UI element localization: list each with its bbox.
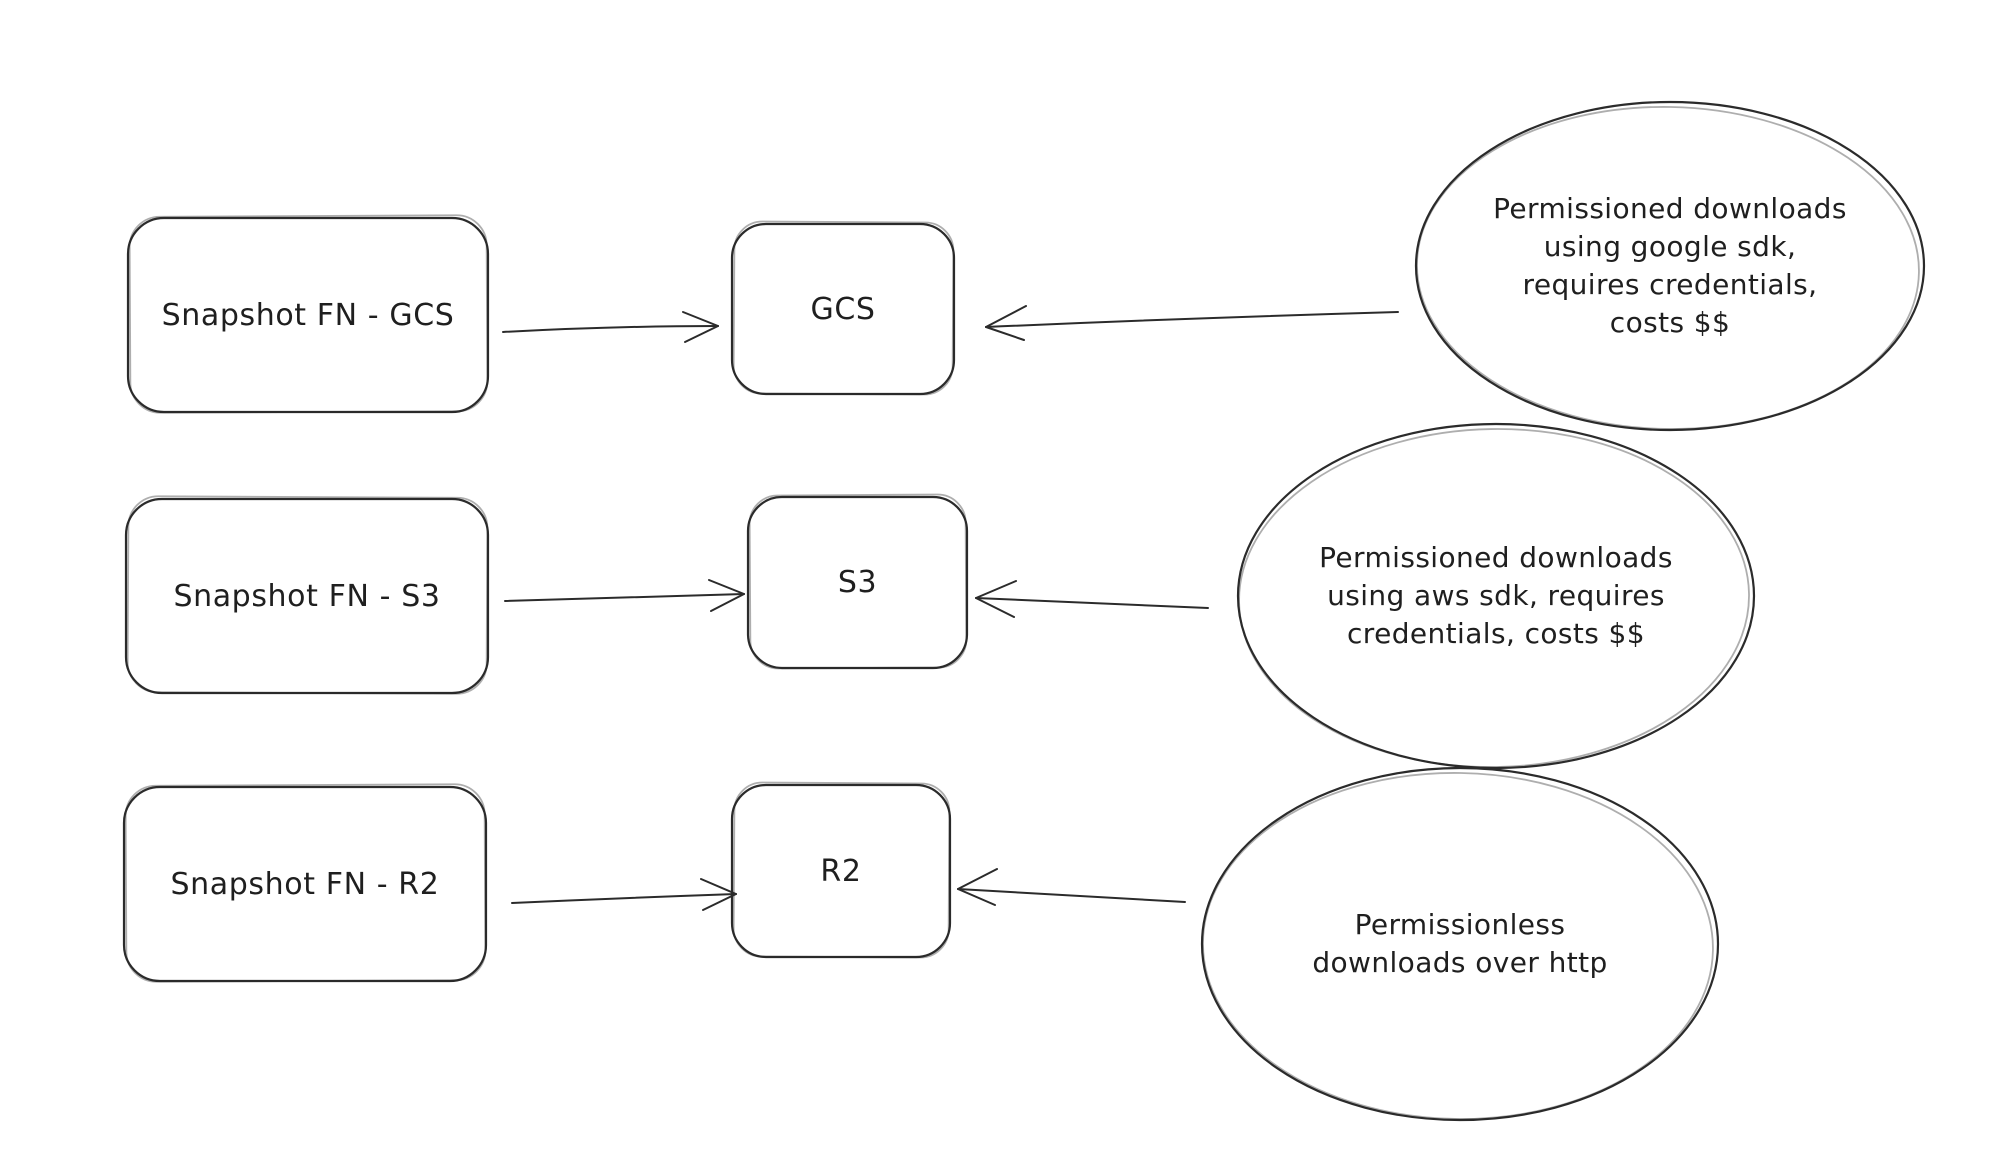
note-line: Permissioned downloads [1319,541,1673,574]
arrow-head [710,593,745,612]
arrow-note-to-target-s3 [975,580,1209,618]
target-box-r2-stroke [730,783,952,959]
note-ellipse-gcs-text: Permissioned downloads using google sdk,… [1416,102,1924,430]
note-line: downloads over http [1312,946,1608,979]
note-ellipse-r2-outline [1200,766,1720,1122]
target-box-gcs-outline [730,220,956,396]
note-ellipse-r2-sketch-stroke [1202,772,1714,1120]
arrow-source-to-target-gcs [502,311,719,343]
arrow-head [708,579,745,595]
target-box-r2-label: R2 [820,853,862,889]
arrow-head [985,305,1027,328]
source-box-s3-label: Snapshot FN - S3 [173,578,441,614]
arrow-shaft [975,597,1209,609]
arrow-head [975,580,1017,599]
note-ellipse-s3-stroke [1236,422,1756,770]
target-box-gcs-label: GCS [810,291,876,327]
source-box-r2-label: Snapshot FN - R2 [170,866,440,902]
arrow-shaft [957,888,1186,903]
note-ellipse-s3-outline [1236,422,1756,770]
source-box-s3-stroke [124,497,490,695]
note-ellipse-s3-sketch-stroke [1238,428,1750,768]
source-box-gcs-sketch-stroke [128,214,489,414]
arrow-shaft [502,325,719,333]
source-box-gcs-stroke [126,216,490,414]
arrow-head [700,878,737,895]
arrow-head [957,868,998,890]
arrow-source-to-target-s3 [504,579,745,612]
note-ellipse-gcs-stroke [1414,100,1926,432]
target-box-r2-outline [730,781,952,959]
target-box-r2-sketch-stroke [732,781,951,959]
note-line: requires credentials, [1522,268,1818,301]
note-line: credentials, costs $$ [1347,617,1645,650]
source-box-s3-outline [124,495,490,695]
note-ellipse-gcs-sketch-stroke [1416,106,1920,430]
note-line: costs $$ [1609,306,1731,339]
source-box-r2-outline [122,783,488,983]
source-box-r2-stroke [122,785,488,983]
arrow-head [985,326,1025,341]
arrow-shaft [504,593,745,602]
target-box-gcs-stroke [730,222,956,396]
arrow-head [682,311,719,327]
arrow-head [975,597,1015,618]
arrow-head [702,893,737,911]
note-ellipse-gcs-outline [1414,100,1926,432]
note-ellipse-r2-stroke [1200,766,1720,1122]
note-line: using google sdk, [1543,230,1797,263]
source-box-s3-sketch-stroke [126,495,489,695]
arrow-source-to-target-r2 [511,878,737,911]
arrow-shaft [985,311,1399,328]
target-box-s3-outline [746,493,969,670]
source-box-gcs-outline [126,214,490,414]
arrow-shaft [511,893,737,904]
target-box-s3-label: S3 [837,565,878,600]
arrow-note-to-target-r2 [957,868,1186,906]
target-box-gcs-sketch-stroke [732,220,955,396]
note-ellipse-s3-text: Permissioned downloads using aws sdk, re… [1238,424,1754,768]
source-box-r2-sketch-stroke [124,783,487,983]
arrow-head [957,888,996,906]
target-box-s3-stroke [746,495,969,670]
arrow-note-to-target-gcs [985,305,1399,341]
target-box-s3-sketch-stroke [748,493,968,670]
note-ellipse-r2-text: Permissionless downloads over http [1202,768,1718,1120]
note-line: using aws sdk, requires [1327,579,1665,612]
note-line: Permissioned downloads [1493,192,1847,225]
note-line: Permissionless [1354,908,1566,941]
arrow-head [684,325,719,343]
source-box-gcs-label: Snapshot FN - GCS [161,297,455,333]
